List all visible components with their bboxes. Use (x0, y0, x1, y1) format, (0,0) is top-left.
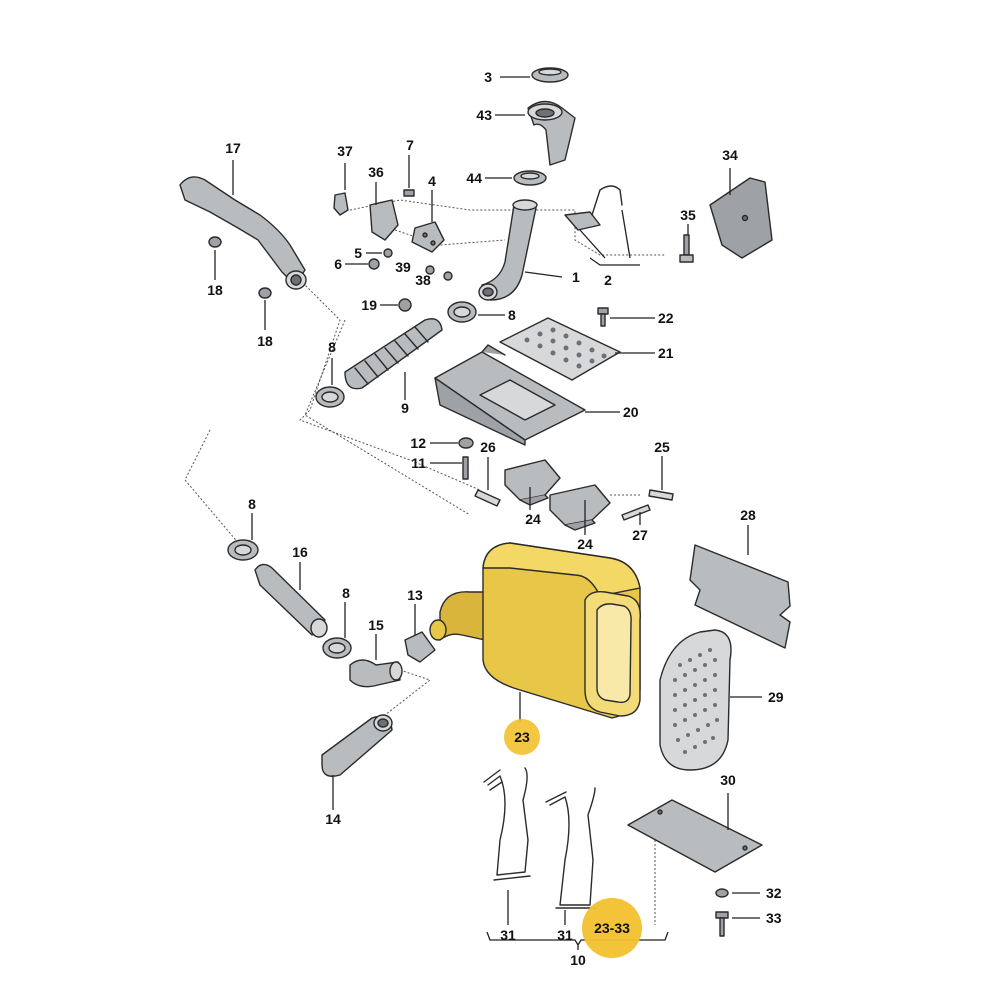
part-28-heat-shield-plate (689, 525, 791, 649)
label-23: 23 (514, 729, 530, 745)
part-17-pipe (179, 160, 307, 290)
part-25-pin (648, 456, 674, 501)
part-8-clamp-mid (322, 602, 352, 659)
part-31-strap-b (545, 787, 597, 925)
label-20: 20 (623, 404, 639, 420)
part-5-washer (366, 248, 393, 258)
label-6: 6 (334, 256, 342, 272)
part-35-bolt (679, 224, 694, 263)
part-14-tailpipe (321, 714, 393, 810)
part-16-pipe (254, 562, 328, 638)
label-32: 32 (766, 885, 782, 901)
part-21-grid-plate (499, 317, 655, 381)
label-19: 19 (361, 297, 377, 313)
kit-bracket-10 (486, 931, 669, 950)
part-9-flex-hose (344, 318, 443, 400)
label-33: 33 (766, 910, 782, 926)
label-22: 22 (658, 310, 674, 326)
label-8-d: 8 (342, 585, 350, 601)
label-4: 4 (428, 173, 436, 189)
label-28: 28 (740, 507, 756, 523)
label-24-b: 24 (577, 536, 593, 552)
part-6-nut (345, 258, 380, 270)
part-44-clamp (485, 170, 547, 186)
label-2: 2 (604, 272, 612, 288)
label-31-a: 31 (500, 927, 516, 943)
label-35: 35 (680, 207, 696, 223)
label-43: 43 (476, 107, 492, 123)
part-27-bolt (621, 504, 651, 525)
part-33-bolt (715, 911, 760, 937)
part-29-perforated-shield (659, 629, 762, 771)
label-5: 5 (354, 245, 362, 261)
part-43-connector (495, 100, 576, 166)
part-32-washer (715, 888, 760, 898)
label-16: 16 (292, 544, 308, 560)
label-8-c: 8 (248, 496, 256, 512)
part-26-pin (474, 457, 501, 507)
label-24-a: 24 (525, 511, 541, 527)
callout-labels: 3 43 44 1 2 17 18 18 37 36 7 4 5 6 39 38… (207, 69, 784, 968)
part-19-nut (380, 298, 412, 312)
part-23-muffler (429, 542, 641, 722)
part-22-bolt (597, 307, 655, 327)
part-4-plate (411, 190, 445, 253)
label-14: 14 (325, 811, 341, 827)
label-18-b: 18 (257, 333, 273, 349)
part-1-elbow-pipe (478, 199, 563, 301)
label-23-33: 23-33 (594, 920, 630, 936)
label-37: 37 (337, 143, 353, 159)
part-36-bracket (369, 182, 399, 241)
label-13: 13 (407, 587, 423, 603)
label-21: 21 (658, 345, 674, 361)
label-30: 30 (720, 772, 736, 788)
label-3: 3 (484, 69, 492, 85)
label-39: 39 (395, 259, 411, 275)
label-34: 34 (722, 147, 738, 163)
part-8-clamp-lower (227, 513, 259, 561)
label-8-b: 8 (328, 339, 336, 355)
part-12-nut (430, 437, 474, 449)
part-30-cover-plate (627, 793, 763, 873)
dotted-assembly-lines (184, 199, 665, 925)
part-8-clamp-left (315, 358, 345, 408)
label-31-b: 31 (557, 927, 573, 943)
label-26: 26 (480, 439, 496, 455)
label-44: 44 (466, 170, 482, 186)
part-20-mounting-frame (434, 344, 620, 446)
part-8-clamp-upper (447, 301, 505, 323)
part-15-elbow (349, 634, 403, 688)
part-39-38-nuts (425, 265, 453, 281)
part-31-strap-a (483, 767, 531, 925)
part-24-bracket-a (504, 459, 561, 510)
part-18-nut (208, 236, 272, 330)
part-2-bracket (564, 185, 640, 266)
label-9: 9 (401, 400, 409, 416)
label-36: 36 (368, 164, 384, 180)
label-11: 11 (411, 455, 426, 471)
label-12: 12 (410, 435, 426, 451)
label-17: 17 (225, 140, 241, 156)
label-18-a: 18 (207, 282, 223, 298)
part-37-bolt (333, 163, 349, 216)
label-38: 38 (415, 272, 431, 288)
label-7: 7 (406, 137, 414, 153)
highlight-badge-23 (504, 719, 540, 755)
part-11-stud (430, 456, 469, 480)
label-15: 15 (368, 617, 384, 633)
part-13-clamp (404, 604, 436, 663)
label-29: 29 (768, 689, 784, 705)
label-27: 27 (632, 527, 648, 543)
highlight-badge-23-33 (582, 898, 642, 958)
part-7-bolt (403, 155, 415, 197)
part-34-heat-shield (709, 168, 773, 259)
label-8-a: 8 (508, 307, 516, 323)
label-1: 1 (572, 269, 580, 285)
part-24-bracket-b (549, 484, 611, 535)
label-10: 10 (570, 952, 586, 968)
part-3-clamp (500, 67, 569, 83)
label-25: 25 (654, 439, 670, 455)
